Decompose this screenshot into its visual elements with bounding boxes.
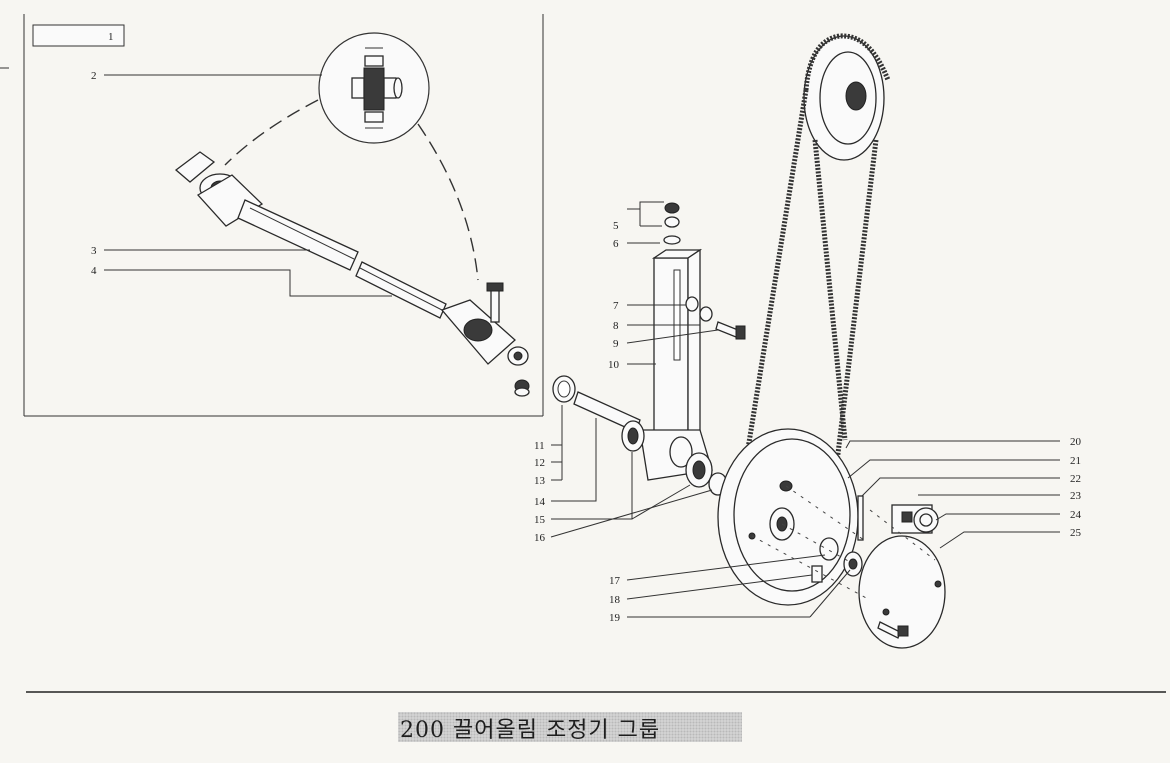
- inset-panel: 1: [23, 14, 544, 417]
- inset-label-box: [32, 24, 125, 47]
- washer-7: [685, 296, 699, 312]
- lift-arm-bracket: [639, 248, 713, 481]
- telescopic-drive-shaft: [174, 151, 530, 397]
- page-title-background: [398, 712, 742, 742]
- callout-16: 16: [534, 532, 546, 544]
- inset-label-text: 1: [108, 31, 114, 43]
- callout-4: 4: [91, 265, 97, 277]
- callout-25: 25: [1070, 527, 1082, 539]
- callout-11: 11: [534, 440, 545, 452]
- callout-24: 24: [1070, 509, 1082, 521]
- spring-24: [913, 507, 939, 533]
- callout-22: 22: [1070, 473, 1081, 485]
- key-22: [857, 495, 864, 541]
- washer-8: [699, 306, 713, 322]
- spacer-bushings: [663, 202, 681, 245]
- callout-14: 14: [534, 496, 546, 508]
- callout-3: 3: [91, 245, 97, 257]
- callout-6: 6: [613, 238, 619, 250]
- callout-23: 23: [1070, 490, 1082, 502]
- page-title: 200 끌어올림 조정기 그룹: [400, 718, 661, 743]
- callout-12: 12: [534, 457, 545, 469]
- callout-20: 20: [1070, 436, 1082, 448]
- universal-joint-detail: [318, 32, 430, 144]
- callout-19: 19: [609, 612, 621, 624]
- callout-21: 21: [1070, 455, 1081, 467]
- callout-17: 17: [609, 575, 621, 587]
- callout-2: 2: [91, 70, 97, 82]
- callout-15: 15: [534, 514, 546, 526]
- bearing-mid: [669, 436, 693, 468]
- callout-9: 9: [613, 338, 619, 350]
- bushing-17: [819, 537, 839, 561]
- callout-7: 7: [613, 300, 619, 312]
- callout-5: 5: [613, 220, 619, 232]
- callout-8: 8: [613, 320, 619, 332]
- callout-10: 10: [608, 359, 620, 371]
- cover-plate-25: [858, 535, 946, 649]
- bolt-9: [715, 321, 746, 340]
- callout-18: 18: [609, 594, 621, 606]
- callout-labels: 2 3 4 5 6 7 8 9 10 11 12 13 14 15 16 17 …: [91, 70, 1082, 624]
- pin-18: [811, 565, 823, 583]
- detail-leader-right: [417, 123, 479, 281]
- detail-leader-left: [224, 99, 319, 166]
- callout-13: 13: [534, 475, 546, 487]
